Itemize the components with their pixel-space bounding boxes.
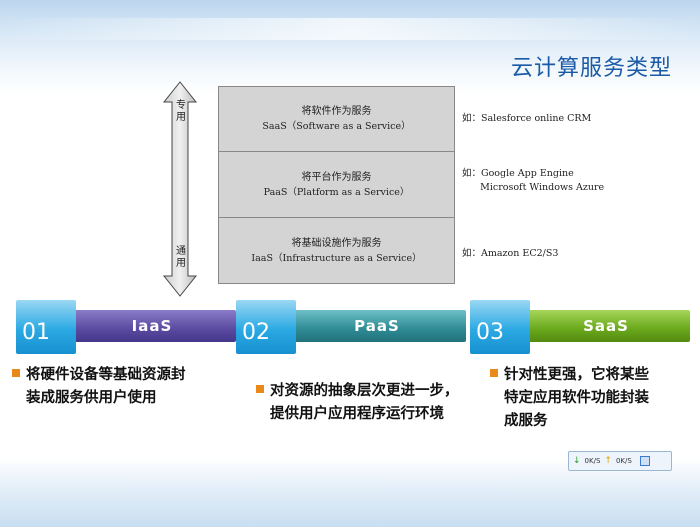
specificity-arrow: 专 用 通 用	[160, 80, 200, 298]
header-band	[0, 0, 700, 95]
upload-rate: 0K/S	[615, 457, 632, 465]
category-label-bar: SaaS	[522, 310, 690, 342]
service-cn-label: 将平台作为服务	[301, 171, 372, 183]
double-arrow-icon	[162, 81, 198, 297]
arrow-top-char-1: 专	[176, 100, 186, 111]
description-paas: 对资源的抽象层次更进一步， 提供用户应用程序运行环境	[256, 380, 496, 426]
arrow-top-label: 专 用	[174, 100, 188, 124]
service-stack: 将软件作为服务 SaaS（Software as a Service） 将平台作…	[218, 86, 455, 284]
category-label-bar: PaaS	[288, 310, 466, 342]
service-box-saas: 将软件作为服务 SaaS（Software as a Service）	[218, 86, 455, 152]
network-status-widget[interactable]: ↓ 0K/S ↑ 0K/S	[568, 451, 672, 471]
service-cn-label: 将软件作为服务	[301, 106, 372, 117]
description-line: 对资源的抽象层次更进一步，	[270, 383, 459, 399]
download-rate: 0K/S	[584, 457, 601, 465]
service-en-label: IaaS（Infrastructure as a Service）	[251, 252, 422, 264]
example-iaas: 如：Amazon EC2/S3	[462, 248, 559, 259]
download-arrow-icon: ↓	[573, 456, 581, 466]
category-iaas: IaaS 01	[16, 300, 236, 354]
category-label-bar: IaaS	[68, 310, 236, 342]
category-number: 02	[236, 300, 296, 354]
service-en-label: PaaS（Platform as a Service）	[263, 186, 410, 198]
category-number: 03	[470, 300, 530, 354]
arrow-bottom-char-1: 通	[176, 246, 186, 257]
example-paas: 如：Google App Engine Microsoft Windows Az…	[462, 168, 605, 193]
description-iaas: 将硬件设备等基础资源封 装成服务供用户使用	[12, 364, 242, 410]
description-line: 提供用户应用程序运行环境	[270, 406, 444, 422]
example-saas: 如：Salesforce online CRM	[462, 113, 592, 124]
category-saas: SaaS 03	[470, 300, 690, 354]
bullet-icon	[256, 385, 264, 393]
upload-arrow-icon: ↑	[604, 456, 612, 466]
service-cn-label: 将基础设施作为服务	[291, 237, 382, 249]
window-icon[interactable]	[639, 456, 650, 466]
page-title: 云计算服务类型	[510, 56, 672, 81]
description-line: 将硬件设备等基础资源封	[26, 367, 186, 383]
description-line: 装成服务供用户使用	[26, 390, 157, 406]
service-box-paas: 将平台作为服务 PaaS（Platform as a Service）	[218, 152, 455, 218]
description-saas: 针对性更强，它将某些 特定应用软件功能封装 成服务	[490, 364, 695, 433]
arrow-bottom-label: 通 用	[174, 246, 188, 270]
category-paas: PaaS 02	[236, 300, 466, 354]
arrow-top-char-2: 用	[176, 112, 186, 123]
bullet-icon	[12, 369, 20, 377]
description-line: 成服务	[504, 413, 548, 429]
service-en-label: SaaS（Software as a Service）	[262, 121, 411, 132]
arrow-bottom-char-2: 用	[176, 258, 186, 269]
description-line: 特定应用软件功能封装	[504, 390, 649, 406]
bullet-icon	[490, 369, 498, 377]
category-number: 01	[16, 300, 76, 354]
service-box-iaas: 将基础设施作为服务 IaaS（Infrastructure as a Servi…	[218, 218, 455, 284]
description-line: 针对性更强，它将某些	[504, 367, 649, 383]
